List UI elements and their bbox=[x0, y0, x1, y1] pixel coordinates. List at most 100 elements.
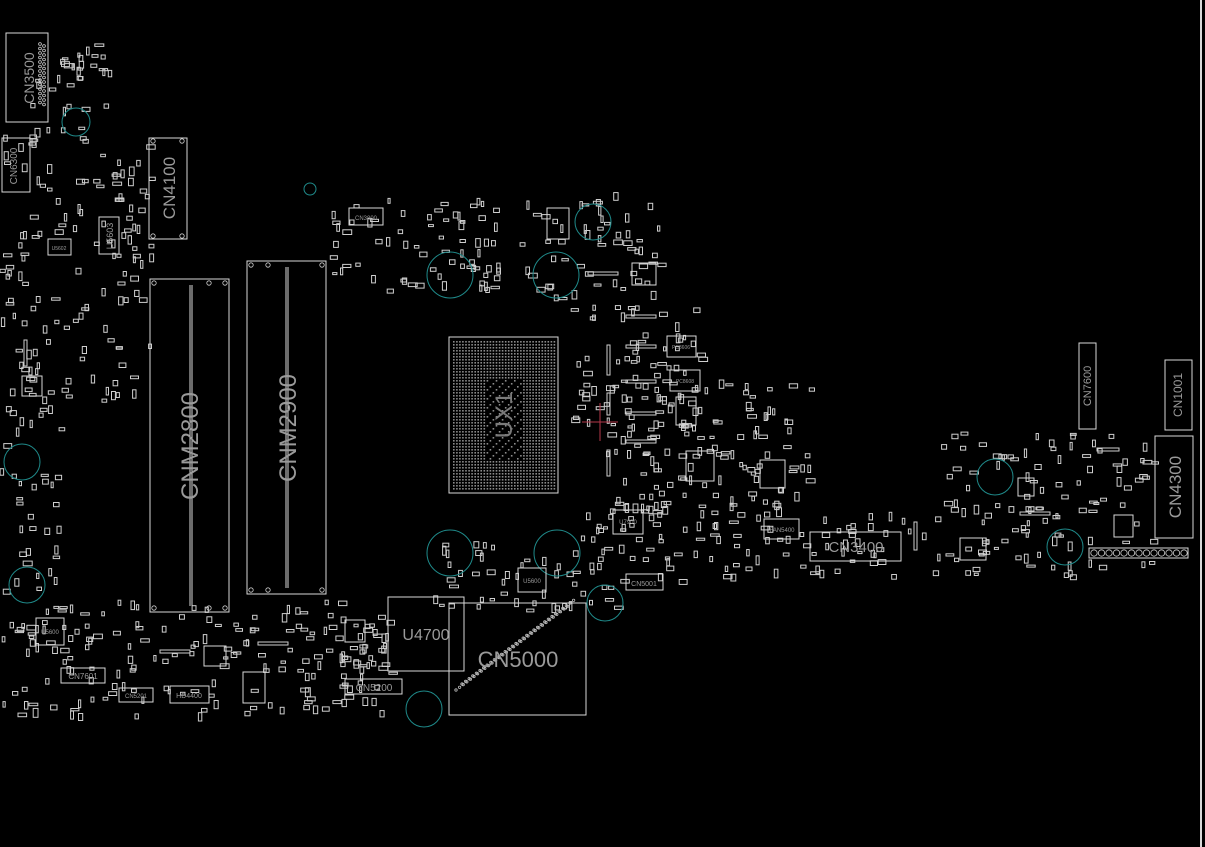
smd-pad bbox=[131, 688, 137, 693]
u7900-outline[interactable] bbox=[612, 509, 644, 535]
fan5400-outline[interactable] bbox=[763, 518, 800, 540]
smd-pad bbox=[105, 386, 109, 396]
smd-pad bbox=[101, 398, 108, 403]
u5600-outline[interactable] bbox=[517, 567, 547, 593]
smd-pad bbox=[5, 406, 12, 413]
smd-pad bbox=[304, 700, 313, 705]
cn1001-outline[interactable] bbox=[1164, 359, 1193, 431]
smd-pad bbox=[439, 603, 445, 607]
cn3500-outline[interactable] bbox=[5, 32, 49, 123]
smd-pad bbox=[437, 273, 442, 280]
smd-pad bbox=[299, 611, 309, 615]
smd-pad bbox=[658, 533, 663, 540]
smd-pad bbox=[324, 599, 329, 606]
smd-pad bbox=[429, 267, 437, 272]
cn4300-outline[interactable] bbox=[1154, 435, 1194, 539]
smd-pad bbox=[526, 200, 530, 210]
smd-pad bbox=[678, 453, 688, 459]
cn5201-outline[interactable] bbox=[118, 687, 154, 703]
smd-pad bbox=[93, 633, 103, 640]
smd-pad bbox=[191, 605, 197, 611]
smd-pad bbox=[627, 430, 632, 438]
smd-pad bbox=[489, 598, 496, 602]
cnm2900-outline[interactable] bbox=[246, 260, 327, 595]
smd-pad bbox=[614, 448, 618, 455]
smd-pad bbox=[52, 555, 61, 560]
smd-pad bbox=[656, 394, 661, 403]
smd-pad bbox=[76, 76, 84, 81]
fan5400-label: FAN5400 bbox=[769, 528, 795, 534]
smd-pad bbox=[762, 499, 769, 505]
smd-pad bbox=[48, 568, 53, 577]
trace-segment bbox=[625, 379, 657, 384]
cn7601-outline[interactable] bbox=[60, 667, 106, 684]
smd-pad bbox=[379, 710, 385, 718]
cn4300-label: CN4300 bbox=[1166, 456, 1185, 518]
smd-pad bbox=[16, 497, 24, 501]
smd-pad bbox=[697, 436, 705, 440]
smd-pad bbox=[616, 496, 621, 505]
smd-pad bbox=[4, 161, 11, 166]
smd-pad bbox=[628, 516, 634, 521]
cn5000-outline[interactable] bbox=[448, 602, 587, 716]
smd-pad bbox=[541, 589, 546, 599]
smd-pad bbox=[460, 220, 466, 224]
smd-pad bbox=[62, 106, 66, 117]
smd-pad bbox=[100, 54, 106, 60]
smd-pad bbox=[117, 159, 121, 166]
smd-pad bbox=[112, 172, 118, 180]
cn4100-outline[interactable] bbox=[148, 137, 188, 240]
cn3800-outline[interactable] bbox=[348, 207, 384, 226]
smd-pad bbox=[612, 279, 618, 288]
cn5001-outline[interactable] bbox=[625, 573, 664, 591]
smd-pad bbox=[161, 625, 167, 633]
smd-pad bbox=[79, 356, 86, 362]
smd-pad bbox=[698, 356, 709, 362]
smd-pad bbox=[46, 339, 51, 345]
cn6300-outline[interactable] bbox=[1, 137, 31, 193]
u5600b-outline[interactable] bbox=[35, 617, 65, 646]
cn5001-label: CN5001 bbox=[631, 581, 657, 588]
smd-pad bbox=[654, 386, 659, 393]
smd-pad bbox=[68, 635, 74, 642]
ic-outline bbox=[344, 619, 366, 643]
cn7600-outline[interactable] bbox=[1078, 342, 1097, 430]
smd-pad bbox=[29, 526, 37, 531]
smd-pad bbox=[306, 636, 315, 641]
u5602-outline[interactable] bbox=[47, 238, 72, 256]
smd-pad bbox=[586, 512, 591, 521]
smd-pad bbox=[70, 708, 80, 712]
smd-pad bbox=[36, 176, 40, 186]
smd-pad bbox=[309, 631, 316, 636]
smd-pad bbox=[604, 598, 615, 602]
smd-pad bbox=[387, 197, 391, 204]
cn3400-outline[interactable] bbox=[809, 531, 902, 562]
smd-pad bbox=[281, 613, 288, 623]
connector-strip-outline[interactable] bbox=[1088, 547, 1189, 559]
smd-pad bbox=[314, 654, 323, 660]
cn5200-outline[interactable] bbox=[344, 678, 403, 695]
smd-pad bbox=[452, 211, 459, 219]
pc8606-outline[interactable] bbox=[666, 335, 697, 358]
mounting-hole bbox=[405, 690, 443, 728]
smd-pad bbox=[1141, 561, 1146, 569]
cnm2800-outline[interactable] bbox=[149, 278, 230, 613]
smd-pad bbox=[753, 475, 760, 483]
ux1-outline[interactable] bbox=[448, 336, 559, 494]
smd-pad bbox=[848, 532, 856, 538]
smd-pad bbox=[89, 666, 95, 671]
smd-pad bbox=[458, 221, 465, 231]
smd-pad bbox=[136, 159, 141, 167]
smd-pad bbox=[620, 436, 626, 445]
hd4400-outline[interactable] bbox=[169, 685, 210, 704]
smd-pad bbox=[1092, 439, 1096, 448]
u4700-outline[interactable] bbox=[387, 596, 465, 672]
pc8608-outline[interactable] bbox=[669, 369, 701, 392]
smd-pad bbox=[737, 434, 745, 441]
u5603-outline[interactable] bbox=[98, 216, 120, 255]
smd-pad bbox=[1024, 493, 1031, 500]
smd-pad bbox=[25, 548, 32, 556]
smd-pad bbox=[258, 653, 266, 658]
smd-pad bbox=[331, 210, 336, 220]
